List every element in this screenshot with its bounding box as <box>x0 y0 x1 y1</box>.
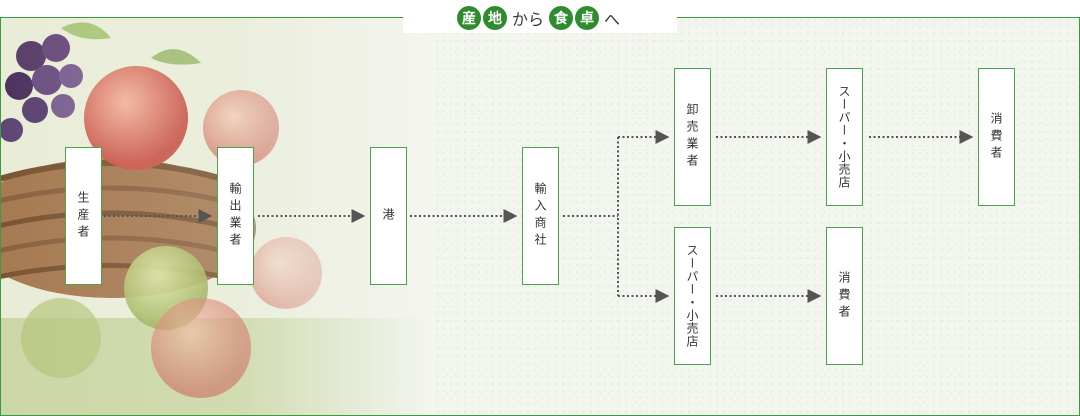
node-label: 卸売業者 <box>685 103 699 171</box>
diagram-title: 産地から食卓へ <box>403 3 677 33</box>
node-retail-upper: スーパー・小売店 <box>826 68 863 206</box>
title-char-highlight: 食 <box>549 6 573 30</box>
node-label: 港 <box>381 207 395 225</box>
node-label: 消費者 <box>837 270 851 322</box>
node-importer: 輸入商社 <box>522 147 559 285</box>
node-label: 輸入商社 <box>533 182 547 250</box>
node-exporter: 輸出業者 <box>217 147 254 285</box>
node-producer: 生産者 <box>65 147 102 285</box>
node-port: 港 <box>370 147 407 285</box>
node-label: スーパー・小売店 <box>685 244 699 348</box>
node-consumer-upper: 消費者 <box>978 68 1015 206</box>
node-wholesaler: 卸売業者 <box>674 68 711 206</box>
node-consumer-lower: 消費者 <box>826 227 863 365</box>
node-retail-lower: スーパー・小売店 <box>674 227 711 365</box>
title-char-highlight: 卓 <box>575 6 599 30</box>
title-char: へ <box>604 10 621 29</box>
title-char-highlight: 地 <box>482 6 507 30</box>
node-label: スーパー・小売店 <box>837 85 851 189</box>
title-char: から <box>511 10 544 29</box>
node-label: 消費者 <box>989 111 1003 163</box>
node-label: 輸出業者 <box>228 182 242 250</box>
title-char-highlight: 産 <box>456 6 481 30</box>
node-label: 生産者 <box>76 190 90 242</box>
